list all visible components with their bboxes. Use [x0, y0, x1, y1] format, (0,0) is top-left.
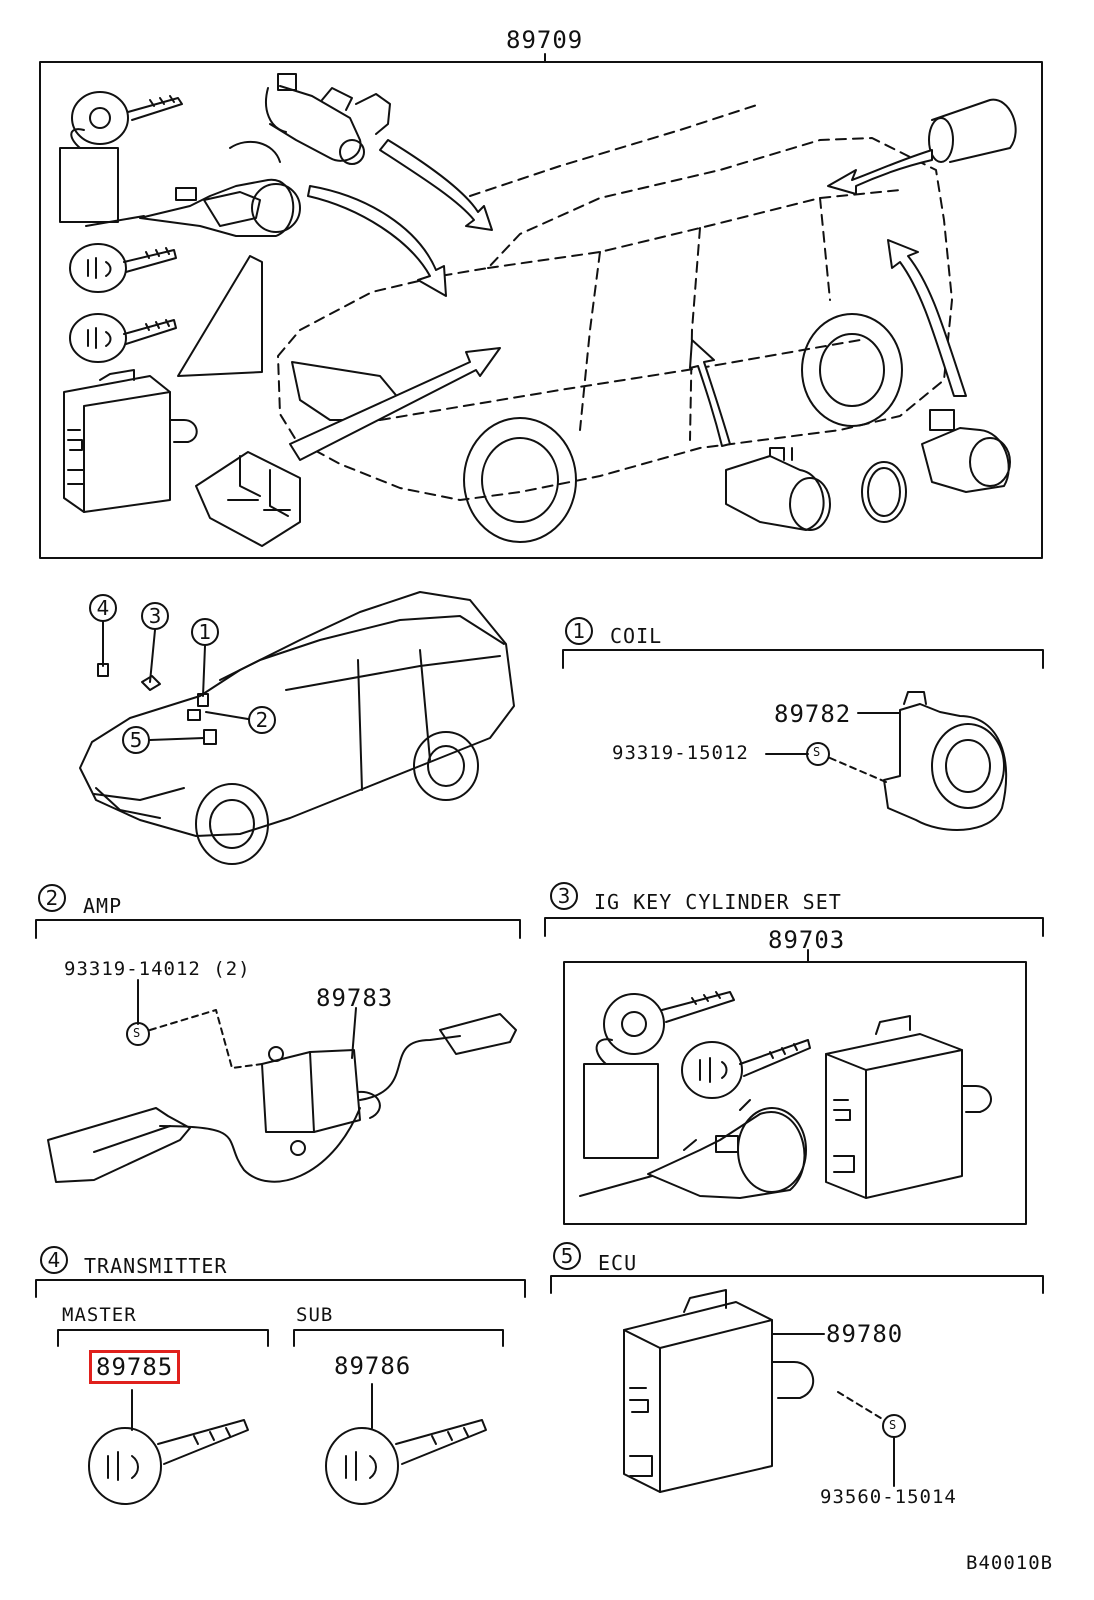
master-label: MASTER	[62, 1304, 137, 1326]
part-number-89703[interactable]: 89703	[768, 926, 846, 954]
ig-key-fob-2-icon	[681, 1039, 811, 1099]
master-bracket	[57, 1329, 269, 1347]
ig-key-cylinder-top-icon	[85, 140, 301, 237]
sub-bracket	[293, 1329, 504, 1347]
ecu-bracket	[550, 1275, 1044, 1294]
door-cylinder-left-icon	[725, 447, 831, 531]
part-number-89780[interactable]: 89780	[826, 1320, 904, 1348]
door-cylinder-right-icon	[921, 409, 1011, 493]
vehicle-wheels-small	[195, 731, 479, 865]
door-lock-cylinder-top-icon	[265, 73, 391, 165]
section-transmitter-title: TRANSMITTER	[84, 1254, 228, 1278]
amplifier-icon	[261, 1046, 381, 1156]
key-fob-1-icon	[59, 91, 183, 223]
bolt-symbol-amp-icon	[126, 1022, 150, 1046]
callout-2[interactable]: 2	[248, 706, 276, 734]
bolt-s-letter: S	[813, 745, 821, 759]
ecu-module-icon	[623, 1289, 815, 1493]
section-ig-key-title: IG KEY CYLINDER SET	[594, 890, 842, 914]
section-ecu-title: ECU	[598, 1251, 638, 1275]
section-1-number: 1	[565, 617, 593, 645]
callout-1[interactable]: 1	[191, 618, 219, 646]
callout-leaders	[97, 621, 255, 745]
ig-key-set-frame	[563, 961, 1027, 1225]
vehicle-outline-large	[277, 103, 953, 501]
trunk-cylinder-icon	[928, 98, 1017, 163]
part-number-93319-14012[interactable]: 93319-14012 (2)	[64, 958, 251, 980]
amp-bracket	[35, 919, 521, 939]
part-number-89782[interactable]: 89782	[774, 700, 852, 728]
part-number-89785-highlighted[interactable]: 89785	[89, 1350, 181, 1384]
ig-key-bracket	[544, 917, 1044, 937]
callout-3[interactable]: 3	[141, 602, 169, 630]
section-2-number: 2	[38, 884, 66, 912]
ecu-module-top-icon	[63, 369, 198, 513]
key-fob-3-icon	[69, 313, 177, 363]
master-transmitter-key-icon	[88, 1419, 249, 1505]
callout-4[interactable]: 4	[89, 594, 117, 622]
ig-ecu-module-icon	[825, 1015, 992, 1199]
window-glass-icon	[177, 255, 263, 377]
ig-key-cylinder-icon	[579, 1099, 807, 1199]
part-number-89786[interactable]: 89786	[334, 1352, 412, 1380]
arrows-top	[289, 139, 967, 461]
key-fob-2-icon	[69, 243, 177, 293]
sub-label: SUB	[296, 1304, 334, 1326]
amp-antenna-wire-icon	[47, 1013, 517, 1183]
transmitter-bracket	[35, 1279, 526, 1298]
part-number-89709[interactable]: 89709	[506, 26, 584, 54]
section-4-number: 4	[40, 1246, 68, 1274]
part-number-89783[interactable]: 89783	[316, 984, 394, 1012]
vehicle-wheels-large	[463, 313, 903, 543]
section-coil-title: COIL	[610, 624, 663, 648]
sub-transmitter-key-icon	[325, 1419, 487, 1505]
part-number-93319-15012[interactable]: 93319-15012	[612, 742, 749, 764]
ignition-coil-icon	[883, 691, 1008, 831]
section-5-number: 5	[553, 1242, 581, 1270]
vehicle-outline-small	[79, 591, 515, 837]
door-handle-bracket-icon	[195, 451, 301, 547]
assembly-frame	[39, 61, 1043, 559]
section-3-number: 3	[550, 882, 578, 910]
bolt-symbol-icon	[806, 742, 830, 766]
section-amp-title: AMP	[83, 894, 123, 918]
coil-bracket	[562, 649, 1044, 669]
bolt-s-letter-amp: S	[133, 1026, 141, 1040]
bolt-s-letter-ecu: S	[889, 1418, 897, 1432]
part-number-93560-15014[interactable]: 93560-15014	[820, 1486, 957, 1508]
callout-5[interactable]: 5	[122, 726, 150, 754]
cylinder-ring-icon	[861, 461, 907, 523]
ig-key-fob-1-icon	[583, 991, 735, 1159]
figure-code: B40010B	[966, 1552, 1054, 1574]
